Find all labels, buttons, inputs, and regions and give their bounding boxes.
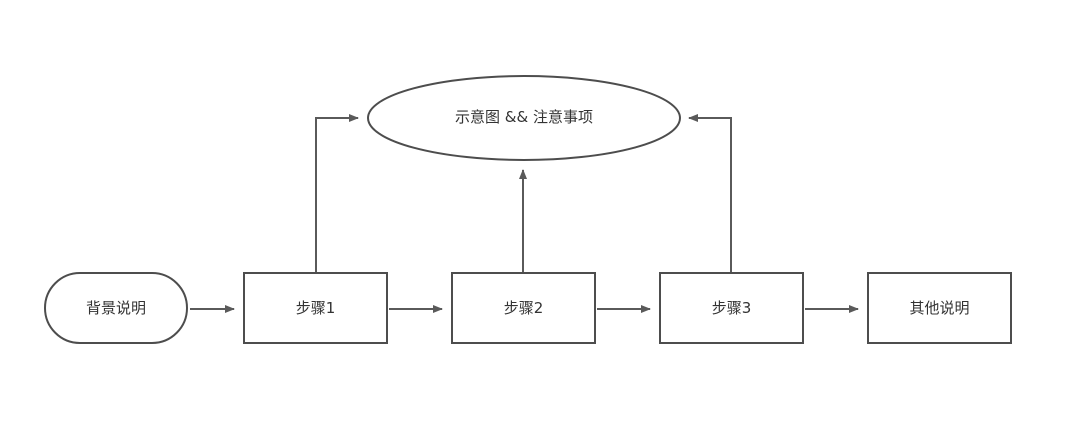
node-step3-shape: [659, 272, 804, 344]
node-step2: 步骤2: [451, 272, 596, 344]
node-step1-shape: [243, 272, 388, 344]
node-other-shape: [867, 272, 1012, 344]
node-step2-label: 步骤2: [504, 299, 544, 317]
node-step3: 步骤3: [659, 272, 804, 344]
node-other: 其他说明: [867, 272, 1012, 344]
node-notes-shape: [367, 75, 681, 161]
node-notes: 示意图 && 注意事项: [367, 75, 681, 161]
node-background: 背景说明: [44, 272, 188, 344]
node-step2-shape: [451, 272, 596, 344]
edge-step3-to-notes: [688, 114, 732, 272]
node-background-label: 背景说明: [86, 299, 146, 317]
node-background-shape: [44, 272, 188, 344]
node-step3-label: 步骤3: [712, 299, 752, 317]
node-notes-label: 示意图 && 注意事项: [455, 108, 593, 126]
node-other-label: 其他说明: [909, 299, 969, 317]
connectors: [190, 114, 859, 313]
node-step1: 步骤1: [243, 272, 388, 344]
node-step1-label: 步骤1: [296, 299, 336, 317]
edge-step1-to-notes: [315, 114, 359, 272]
